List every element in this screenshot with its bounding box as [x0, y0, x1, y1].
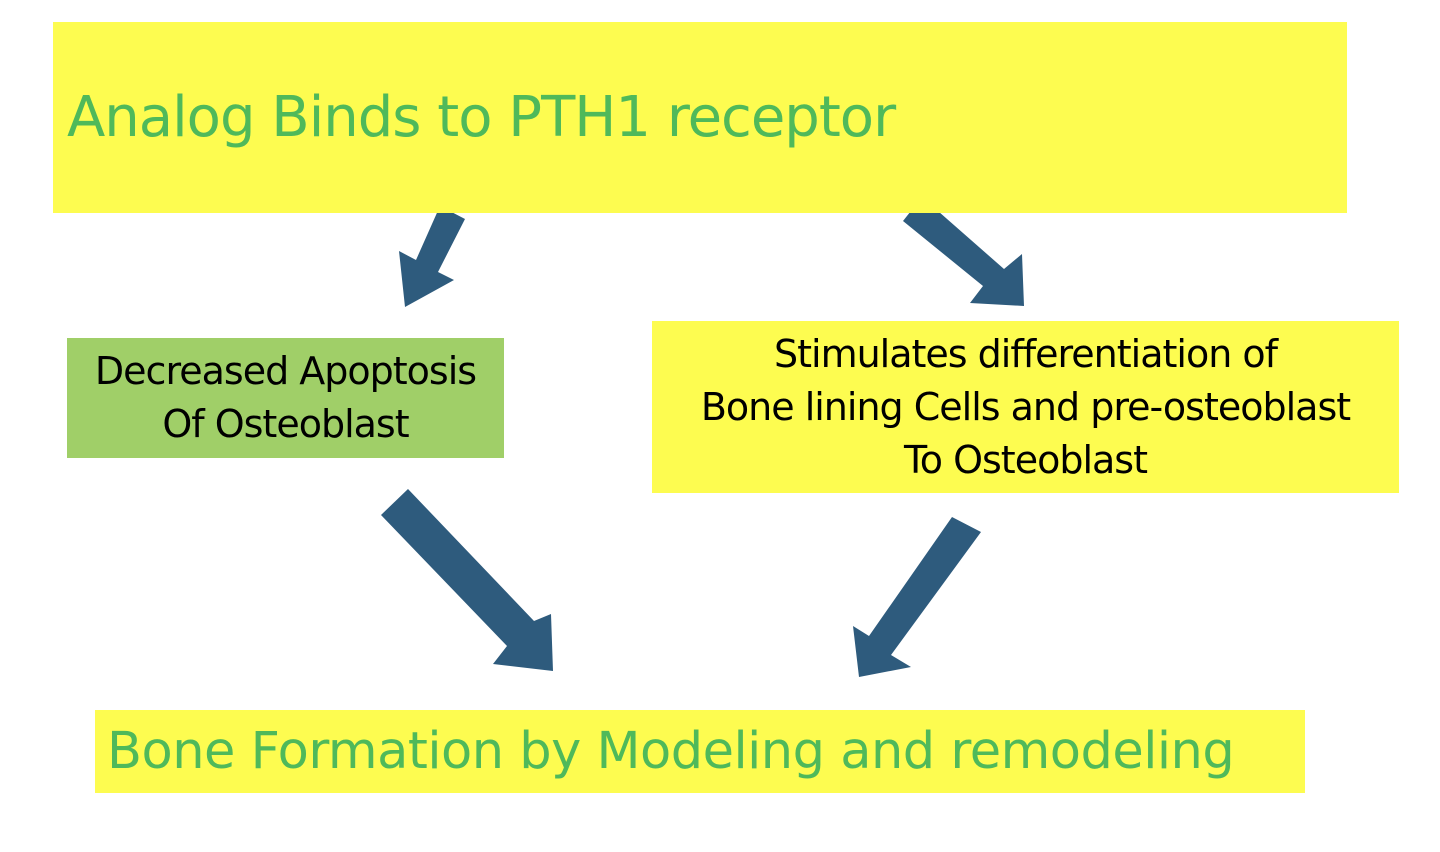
left-box-line-2: Of Osteoblast	[162, 402, 409, 446]
bottom-box-label: Bone Formation by Modeling and remodelin…	[107, 722, 1235, 781]
right-box-line-3: To Osteoblast	[904, 437, 1148, 482]
arrow-top-to-right	[903, 197, 1024, 306]
arrow-top-to-left	[399, 206, 465, 307]
right-box-line-2: Bone lining Cells and pre-osteoblast	[700, 384, 1351, 429]
top-box-analog-binds: Analog Binds to PTH1 receptor	[53, 22, 1347, 213]
left-box-line-1: Decreased Apoptosis	[94, 349, 477, 393]
arrow-left-to-bottom	[381, 489, 553, 671]
right-box-stimulates-differentiation: Stimulates differentiation of Bone linin…	[652, 321, 1399, 493]
top-box-label: Analog Binds to PTH1 receptor	[67, 85, 896, 150]
arrow-right-to-bottom	[853, 517, 981, 677]
left-box-decreased-apoptosis: Decreased Apoptosis Of Osteoblast	[67, 338, 504, 458]
right-box-line-1: Stimulates differentiation of	[774, 331, 1278, 376]
bottom-box-bone-formation: Bone Formation by Modeling and remodelin…	[95, 710, 1305, 793]
